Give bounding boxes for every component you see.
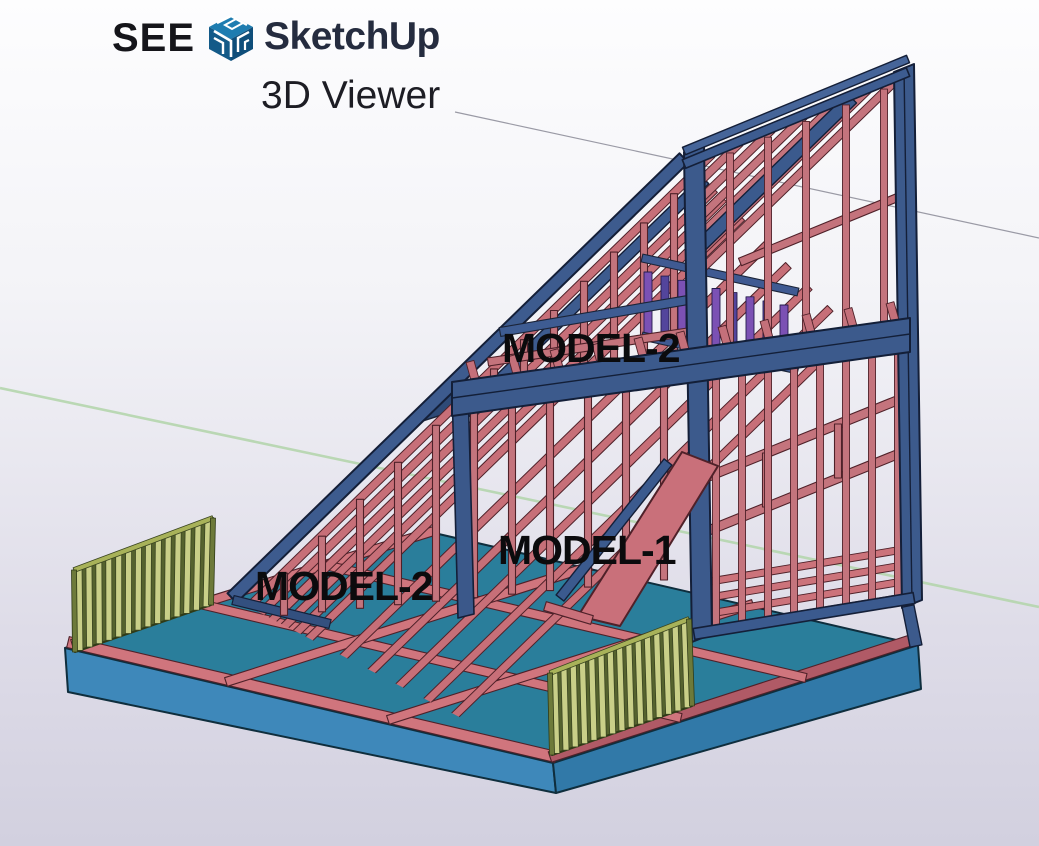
brand-name: SketchUp [264, 15, 440, 58]
model-label-lower: MODEL-2 [255, 563, 433, 609]
sketchup-logo-icon [209, 14, 253, 61]
framing-model[interactable] [64, 54, 923, 794]
see-label: SEE [112, 16, 196, 60]
model-label-upper: MODEL-2 [502, 325, 680, 371]
product-name: 3D Viewer [261, 74, 441, 117]
model-label-middle: MODEL-1 [498, 527, 676, 573]
